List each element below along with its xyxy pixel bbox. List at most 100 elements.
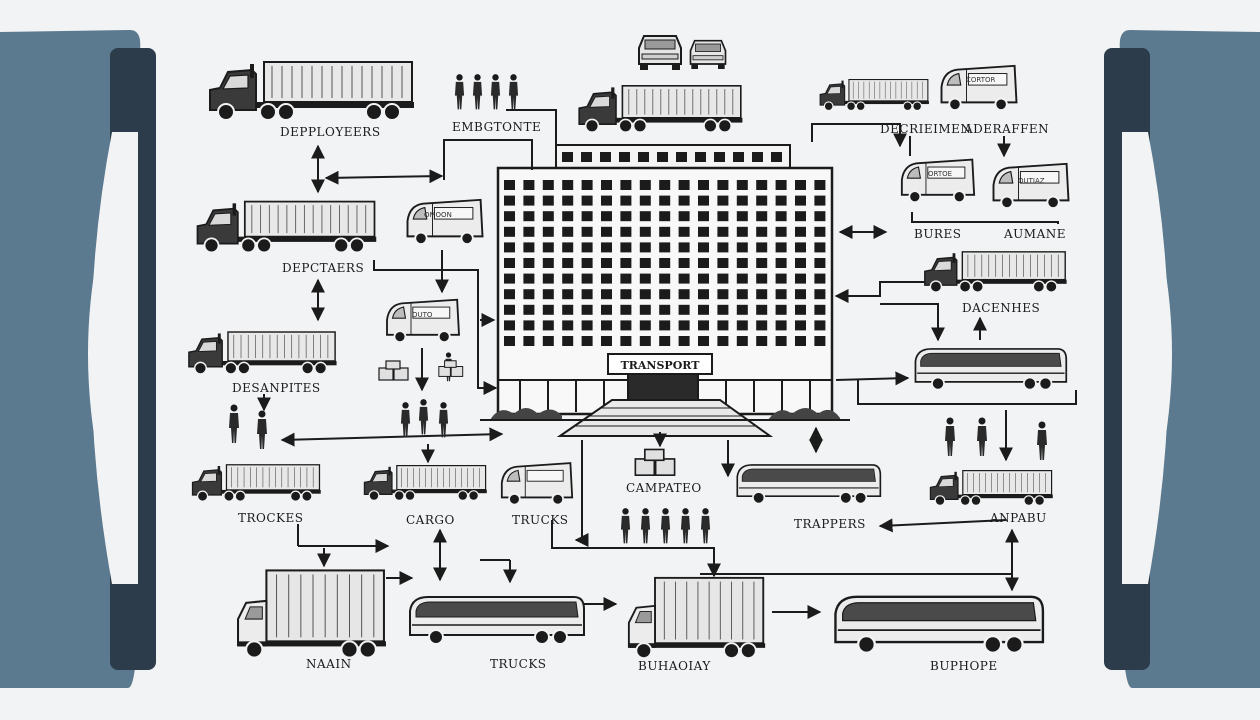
- label-naain[interactable]: NAAIN: [306, 657, 352, 671]
- building-window: [542, 226, 554, 237]
- building-window: [523, 258, 535, 268]
- building-window: [562, 273, 574, 284]
- semi-truck-dacenhes[interactable]: [924, 251, 1068, 293]
- van-trucks[interactable]: [500, 462, 574, 506]
- building-window: [523, 195, 535, 206]
- label-deployeers[interactable]: DEPPLOYEERS: [280, 125, 381, 139]
- label-dacenhes[interactable]: DACENHES: [962, 301, 1040, 315]
- building-window: [639, 289, 651, 300]
- building-window: [678, 273, 690, 284]
- building-window: [581, 195, 593, 206]
- building-window: [717, 180, 729, 190]
- building-window: [542, 304, 554, 315]
- building-window: [775, 211, 787, 222]
- building-window: [756, 195, 768, 206]
- label-anpabu[interactable]: ANPABU: [989, 511, 1047, 525]
- building-window: [756, 304, 768, 315]
- car-2[interactable]: [689, 39, 727, 70]
- building-window: [795, 180, 806, 190]
- building-window: [639, 180, 651, 190]
- building-window: [523, 242, 535, 253]
- bus-trucks[interactable]: [408, 595, 586, 646]
- building-window: [756, 211, 768, 222]
- building-window: [504, 195, 515, 206]
- label-aderaffen[interactable]: ADERAFFEN: [963, 122, 1049, 136]
- building-window: [659, 336, 671, 346]
- building-window: [504, 289, 515, 300]
- building-window: [717, 289, 729, 300]
- building-window: [523, 226, 535, 237]
- building-window: [601, 289, 612, 300]
- building-window: [717, 304, 729, 315]
- building-window: [581, 211, 593, 222]
- label-trucks-bottom[interactable]: TRUCKS: [490, 657, 547, 671]
- semi-truck-desanpites[interactable]: [188, 331, 338, 375]
- building-window: [581, 336, 593, 346]
- box-truck-naain[interactable]: [236, 569, 388, 659]
- building-window: [698, 273, 709, 284]
- building-window: [542, 320, 554, 331]
- label-depctaers[interactable]: DEPCTAERS: [282, 261, 364, 275]
- box-truck-buhaoiay[interactable]: [627, 576, 767, 660]
- building-window: [504, 336, 515, 346]
- semi-truck-trockes[interactable]: [191, 464, 322, 502]
- label-desanpites[interactable]: DESANPITES: [232, 381, 321, 395]
- semi-truck-depctaers[interactable]: [196, 200, 378, 254]
- building-window: [659, 273, 671, 284]
- building-window: [562, 242, 574, 253]
- label-trappers[interactable]: TRAPPERS: [794, 517, 866, 531]
- semi-truck-anpabu[interactable]: [929, 469, 1054, 507]
- building-window: [601, 211, 612, 222]
- label-embgtonte[interactable]: EMBGTONTE: [452, 120, 541, 134]
- building-window: [620, 304, 632, 315]
- bus-right[interactable]: [914, 348, 1068, 391]
- building-window: [814, 289, 826, 300]
- label-bures[interactable]: BURES: [914, 227, 961, 241]
- building-window: [698, 226, 709, 237]
- label-trockes[interactable]: TROCKES: [238, 511, 304, 525]
- building-window: [639, 258, 651, 268]
- label-trucks-mid[interactable]: TRUCKS: [512, 513, 569, 527]
- building-window: [717, 211, 729, 222]
- van-outo[interactable]: [385, 298, 461, 344]
- building-window: [620, 289, 632, 300]
- label-buhaoiay[interactable]: BUHAOIAY: [638, 659, 711, 673]
- building-window: [504, 226, 515, 237]
- building-window: [698, 304, 709, 315]
- building-window: [523, 289, 535, 300]
- label-decrieimen[interactable]: DECRIEIMEN: [880, 122, 971, 136]
- van-omoon[interactable]: [406, 198, 484, 246]
- building-window: [775, 273, 787, 284]
- car-1[interactable]: [638, 35, 682, 71]
- van-text-a: OMOON: [424, 211, 452, 219]
- building-window: [562, 336, 574, 346]
- van-aderaffen[interactable]: [940, 64, 1018, 112]
- building-window: [814, 211, 826, 222]
- label-cargo[interactable]: CARGO: [406, 513, 455, 527]
- building-window: [542, 180, 554, 190]
- semi-truck-top[interactable]: [578, 84, 744, 134]
- building-window: [620, 258, 632, 268]
- building-window: [659, 320, 671, 331]
- label-buphope[interactable]: BUPHOPE: [930, 659, 998, 673]
- label-campateo[interactable]: CAMPATEO: [626, 481, 702, 495]
- building-window: [562, 152, 573, 162]
- building-window: [620, 211, 632, 222]
- semi-truck-cargo[interactable]: [363, 464, 488, 502]
- van-aumane[interactable]: [992, 162, 1070, 210]
- truck-buphope[interactable]: [834, 595, 1045, 655]
- building-window: [542, 289, 554, 300]
- bus-trappers[interactable]: [736, 463, 882, 505]
- building-window: [562, 211, 574, 222]
- transport-building[interactable]: TRANSPORT: [480, 144, 850, 437]
- building-window: [756, 320, 768, 331]
- van-bures[interactable]: [900, 158, 976, 204]
- building-window: [795, 226, 806, 237]
- semi-truck-decrieimen[interactable]: [819, 78, 930, 112]
- building-window: [659, 226, 671, 237]
- building-window: [736, 180, 748, 190]
- semi-truck-deployeers[interactable]: [209, 61, 415, 121]
- building-window: [581, 273, 593, 284]
- label-aumane[interactable]: AUMANE: [1003, 227, 1066, 241]
- building-window: [639, 320, 651, 331]
